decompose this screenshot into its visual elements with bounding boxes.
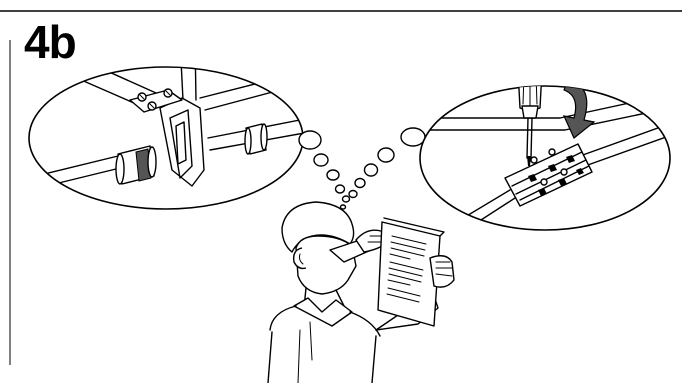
right-detail-bubble — [419, 85, 671, 231]
left-detail-bubble — [28, 66, 304, 210]
instruction-booklet-icon — [377, 217, 445, 327]
step-number: 4b — [24, 16, 77, 68]
person-reading-icon — [267, 201, 455, 383]
screwdriver-icon — [517, 86, 543, 166]
right-thought-dots — [348, 127, 426, 199]
left-thought-dots — [298, 130, 351, 210]
